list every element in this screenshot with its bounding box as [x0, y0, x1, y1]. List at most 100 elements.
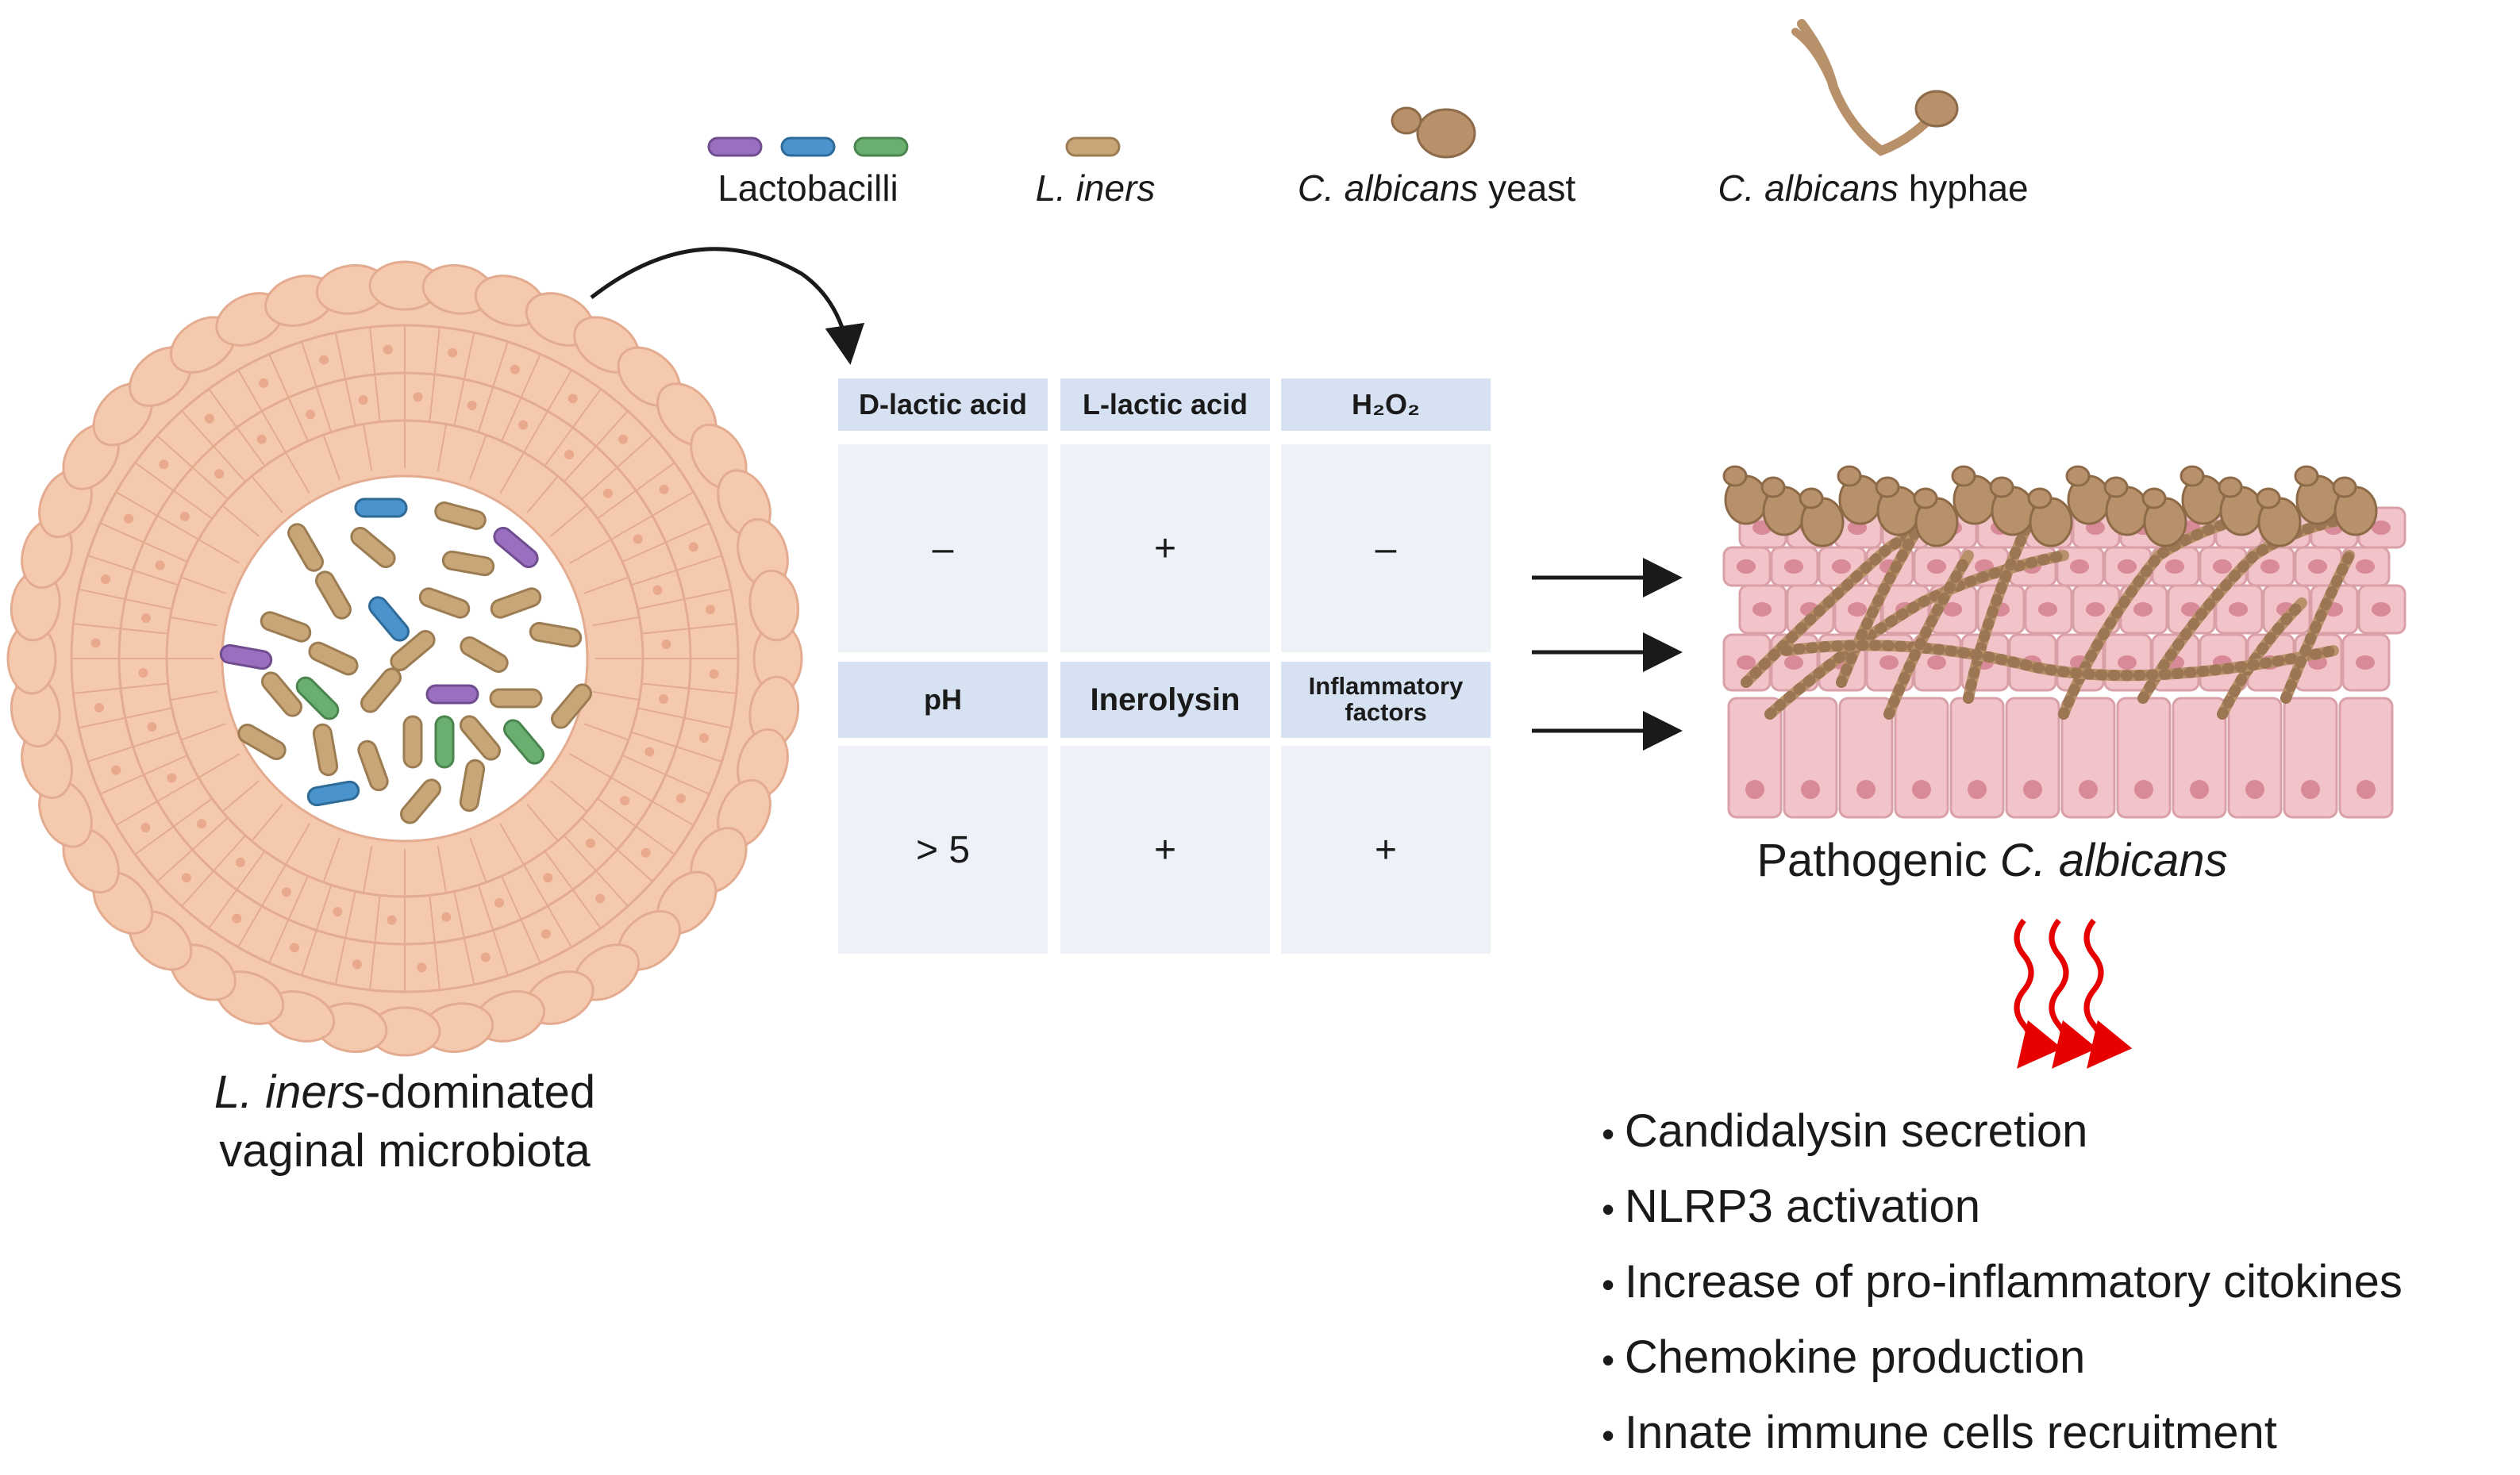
microbiota-caption: L. iners-dominated vaginal microbiota	[214, 1066, 596, 1177]
tissue-cell	[2005, 697, 2060, 819]
bacterium	[493, 527, 539, 568]
cell-wall	[301, 885, 333, 976]
legend-hyphae-label: C. albicans hyphae	[1718, 167, 2029, 209]
cell-wall	[637, 707, 732, 729]
tissue-cell	[1949, 697, 2005, 819]
header-inerolysin: Inerolysin	[1060, 662, 1270, 738]
cell-nucleus	[140, 823, 151, 833]
cell-wall	[583, 576, 629, 594]
cell-wall	[78, 707, 172, 729]
tissue-nucleus	[1752, 602, 1772, 617]
cell-wall	[134, 797, 213, 855]
cell-wall	[180, 723, 226, 741]
bacterium	[460, 715, 501, 761]
cell-nucleus	[352, 959, 362, 970]
cell-nucleus	[417, 962, 427, 973]
cell-nucleus	[181, 873, 191, 883]
cell-wall	[550, 780, 588, 812]
cell-wall	[637, 588, 732, 610]
tissue-nucleus	[1879, 655, 1899, 670]
cell-nucleus	[167, 773, 177, 783]
header-h2o2: H₂O₂	[1281, 378, 1491, 431]
cell-wall	[429, 895, 441, 990]
cell-nucleus	[281, 887, 291, 897]
bacterium	[400, 778, 441, 824]
hypha-texture	[2137, 510, 2371, 704]
bacterium	[219, 643, 273, 670]
tissue-nucleus	[2070, 559, 2089, 574]
bacterium	[441, 550, 495, 577]
effect-arrows	[1532, 558, 1683, 751]
hypha-texture	[2217, 597, 2307, 720]
cell-nucleus	[124, 513, 134, 524]
cell-nucleus	[633, 534, 643, 544]
cell-wall	[631, 731, 722, 762]
cell-nucleus	[441, 912, 452, 922]
value-inerolysin: +	[1060, 746, 1270, 954]
cell-wall	[610, 491, 694, 540]
value-inflammatory-factors: +	[1281, 746, 1491, 954]
cell-nucleus	[698, 733, 709, 743]
yeast-bud	[1799, 487, 1824, 509]
cell-wall	[631, 555, 722, 586]
cell-wall	[569, 753, 612, 778]
cell-wall	[469, 434, 487, 480]
cell-nucleus	[179, 511, 190, 521]
cell-wall	[453, 332, 475, 426]
cell-nucleus	[510, 364, 520, 375]
cell-nucleus	[494, 897, 504, 908]
outcome-item: Increase of pro-inflammatory citokines	[1602, 1246, 2403, 1321]
cell-nucleus	[159, 459, 169, 470]
cell-wall	[583, 723, 629, 741]
curved-arrow	[590, 247, 865, 365]
cell-wall	[362, 846, 373, 893]
tissue-nucleus	[2086, 602, 2105, 617]
yeast-bud	[2294, 465, 2319, 487]
cell-wall	[477, 341, 509, 432]
header-ph: pH	[838, 662, 1048, 738]
cell-nucleus	[256, 434, 267, 444]
cell-nucleus	[652, 585, 663, 595]
yeast-bud	[2218, 476, 2243, 498]
cell-wall	[115, 777, 199, 826]
tissue-cell	[1727, 697, 1783, 819]
yeast-bud	[1989, 476, 2014, 498]
yeast-bud	[1913, 487, 1938, 509]
cell-nucleus	[140, 613, 151, 624]
cell-wall	[181, 835, 247, 907]
tissue-nucleus	[1801, 780, 1820, 799]
cell-wall	[592, 690, 640, 701]
cell-wall	[501, 875, 541, 964]
yeast-bud	[2065, 465, 2091, 487]
legend-lactobacilli-label: Lactobacilli	[718, 167, 898, 209]
cell-wall	[156, 816, 229, 882]
cell-wall	[99, 522, 188, 563]
tissue-cell	[2227, 697, 2283, 819]
cell-wall	[581, 816, 653, 882]
cell-nucleus	[618, 434, 629, 444]
cell-wall	[641, 623, 737, 635]
cell-nucleus	[661, 639, 671, 649]
cell-wall	[170, 616, 217, 627]
tissue-cell	[2116, 697, 2172, 819]
bacterium	[390, 630, 436, 671]
tissue-cell	[1783, 697, 1838, 819]
cell-wall	[523, 864, 572, 948]
lactobacilli-icon	[707, 136, 909, 157]
cell-nucleus	[709, 669, 719, 679]
cell-wall	[550, 505, 588, 537]
tissue-nucleus	[2134, 780, 2153, 799]
cell-nucleus	[319, 355, 329, 365]
cell-nucleus	[383, 344, 393, 355]
bacterium	[490, 587, 542, 619]
lumen-bacteria	[219, 497, 592, 824]
epithelial-cell	[748, 569, 800, 642]
cell-wall	[87, 731, 179, 762]
cell-wall	[115, 491, 199, 540]
cell-wall	[181, 410, 247, 482]
cell-wall	[208, 388, 266, 467]
value-d-lactic-acid: –	[838, 444, 1048, 652]
bacterium	[287, 523, 324, 572]
cell-wall	[477, 885, 509, 976]
